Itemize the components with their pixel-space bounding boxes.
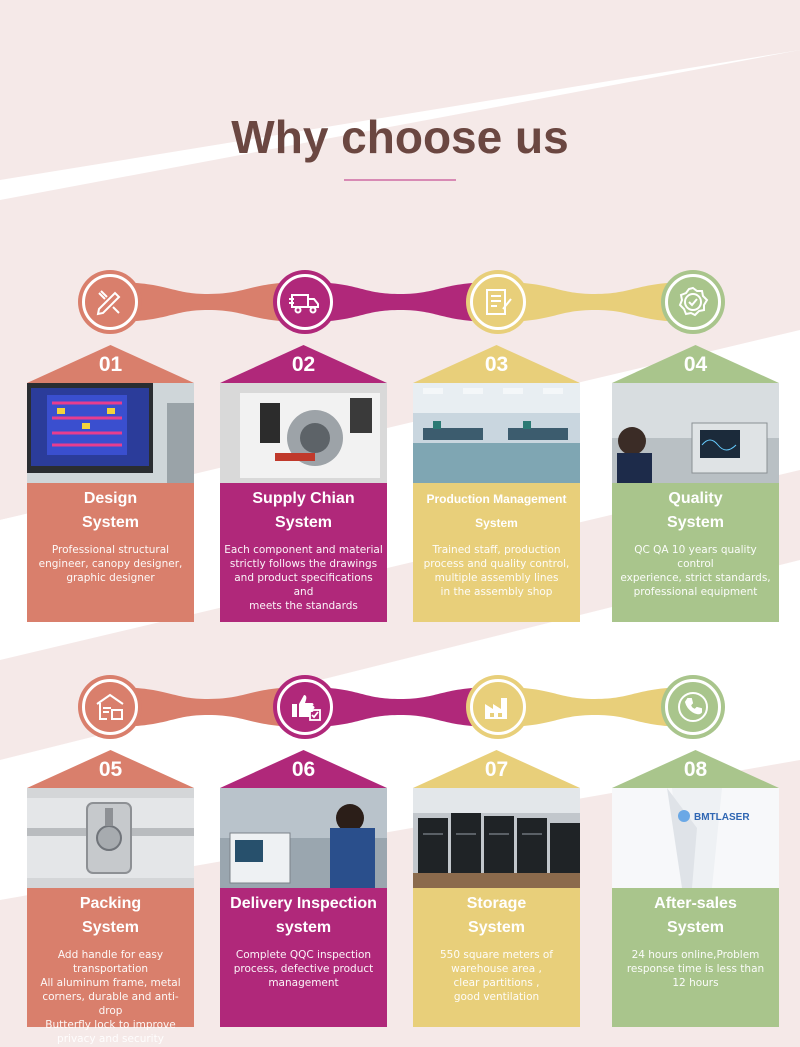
feature-card-02: 02 Supply Chian System Each component an… xyxy=(220,345,387,622)
card-description: QC QA 10 years quality control experienc… xyxy=(620,544,771,598)
card-photo xyxy=(413,383,580,483)
card-body: Production Management System Trained sta… xyxy=(413,483,580,622)
card-description: Add handle for easy transportation All a… xyxy=(40,949,181,1045)
feature-card-06: 06 Delivery Inspection system Complete Q… xyxy=(220,750,387,1027)
card-description: Complete QQC inspection process, defecti… xyxy=(233,949,374,989)
card-header: 03 xyxy=(413,345,580,383)
card-header: 01 xyxy=(27,345,194,383)
card-header: 05 xyxy=(27,750,194,788)
card-title: Quality System xyxy=(667,490,724,531)
thumbs-up-check-icon xyxy=(277,679,333,735)
card-header: 04 xyxy=(612,345,779,383)
phone-icon xyxy=(665,679,721,735)
card-photo xyxy=(413,788,580,888)
card-body: Quality System QC QA 10 years quality co… xyxy=(612,483,779,622)
card-number: 01 xyxy=(98,353,123,376)
card-number: 07 xyxy=(484,758,509,781)
feature-card-05: 05 Packing System Add handle for easy tr… xyxy=(27,750,194,1045)
checklist-edit-icon xyxy=(470,274,526,330)
card-header: 06 xyxy=(220,750,387,788)
card-body: Delivery Inspection system Complete QQC … xyxy=(220,888,387,1027)
card-title: Design System xyxy=(82,490,139,531)
card-title: Delivery Inspection system xyxy=(230,895,377,936)
card-title: Storage System xyxy=(466,895,527,936)
feature-card-08: 08 BMTLASER After-sales System 24 hours … xyxy=(612,750,779,1027)
card-number: 03 xyxy=(484,353,509,376)
card-body: Design System Professional structural en… xyxy=(27,483,194,622)
feature-card-03: 03 Production Management System Trained … xyxy=(413,345,580,622)
card-number: 04 xyxy=(683,353,708,376)
card-photo xyxy=(220,788,387,888)
card-body: Packing System Add handle for easy trans… xyxy=(27,888,194,1045)
quality-badge-icon xyxy=(665,274,721,330)
card-title: After-sales System xyxy=(654,895,737,936)
card-description: Professional structural engineer, canopy… xyxy=(38,544,183,584)
card-description: Trained staff, production process and qu… xyxy=(423,544,570,598)
card-photo xyxy=(27,788,194,888)
card-photo xyxy=(27,383,194,483)
card-description: 550 square meters of warehouse area , cl… xyxy=(440,949,553,1003)
pencil-ruler-icon xyxy=(82,274,138,330)
card-number: 06 xyxy=(291,758,316,781)
card-title: Production Management System xyxy=(426,492,567,530)
title-underline xyxy=(344,179,456,181)
page-title: Why choose us xyxy=(231,111,569,163)
card-photo: BMTLASER xyxy=(612,788,779,888)
card-body: Supply Chian System Each component and m… xyxy=(220,483,387,622)
factory-icon xyxy=(470,679,526,735)
card-header: 08 xyxy=(612,750,779,788)
warehouse-package-icon xyxy=(82,679,138,735)
card-title: Supply Chian System xyxy=(252,490,355,531)
card-photo xyxy=(612,383,779,483)
card-number: 08 xyxy=(683,758,708,781)
card-number: 05 xyxy=(98,758,123,781)
feature-card-01: 01 Design System Professional structural… xyxy=(27,345,194,622)
card-title: Packing System xyxy=(79,895,142,936)
brand-logo-text: BMTLASER xyxy=(694,812,750,823)
card-header: 02 xyxy=(220,345,387,383)
feature-card-07: 07 Storage System 550 square meters of w… xyxy=(413,750,580,1027)
card-description: Each component and material strictly fol… xyxy=(224,544,383,612)
card-number: 02 xyxy=(291,353,316,376)
card-header: 07 xyxy=(413,750,580,788)
delivery-truck-icon xyxy=(277,274,333,330)
card-body: After-sales System 24 hours online,Probl… xyxy=(612,888,779,1027)
card-description: 24 hours online,Problem response time is… xyxy=(626,949,765,989)
feature-card-04: 04 Quality System QC QA 10 years quality… xyxy=(612,345,779,622)
card-body: Storage System 550 square meters of ware… xyxy=(413,888,580,1027)
card-photo xyxy=(220,383,387,483)
